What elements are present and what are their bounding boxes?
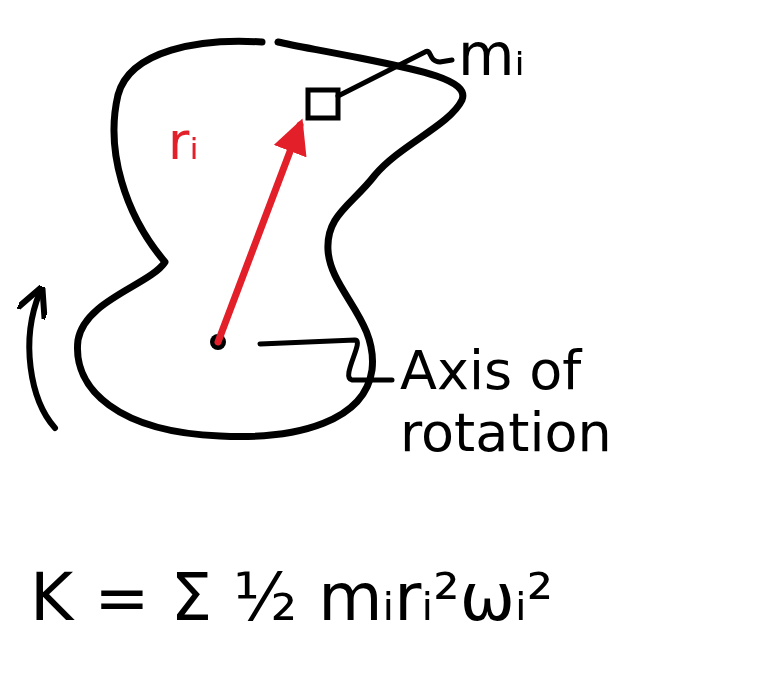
energy-formula: K = Σ ½ mᵢrᵢ²ωᵢ² [30,560,553,636]
mass-label: mᵢ [458,22,525,89]
rotation-arrow [29,292,55,428]
mass-leader [338,51,452,96]
mass-element [308,90,338,118]
axis-label: Axis of rotation [400,340,755,464]
axis-leader [260,340,392,380]
position-vector [218,125,300,342]
vector-label: rᵢ [168,112,199,172]
